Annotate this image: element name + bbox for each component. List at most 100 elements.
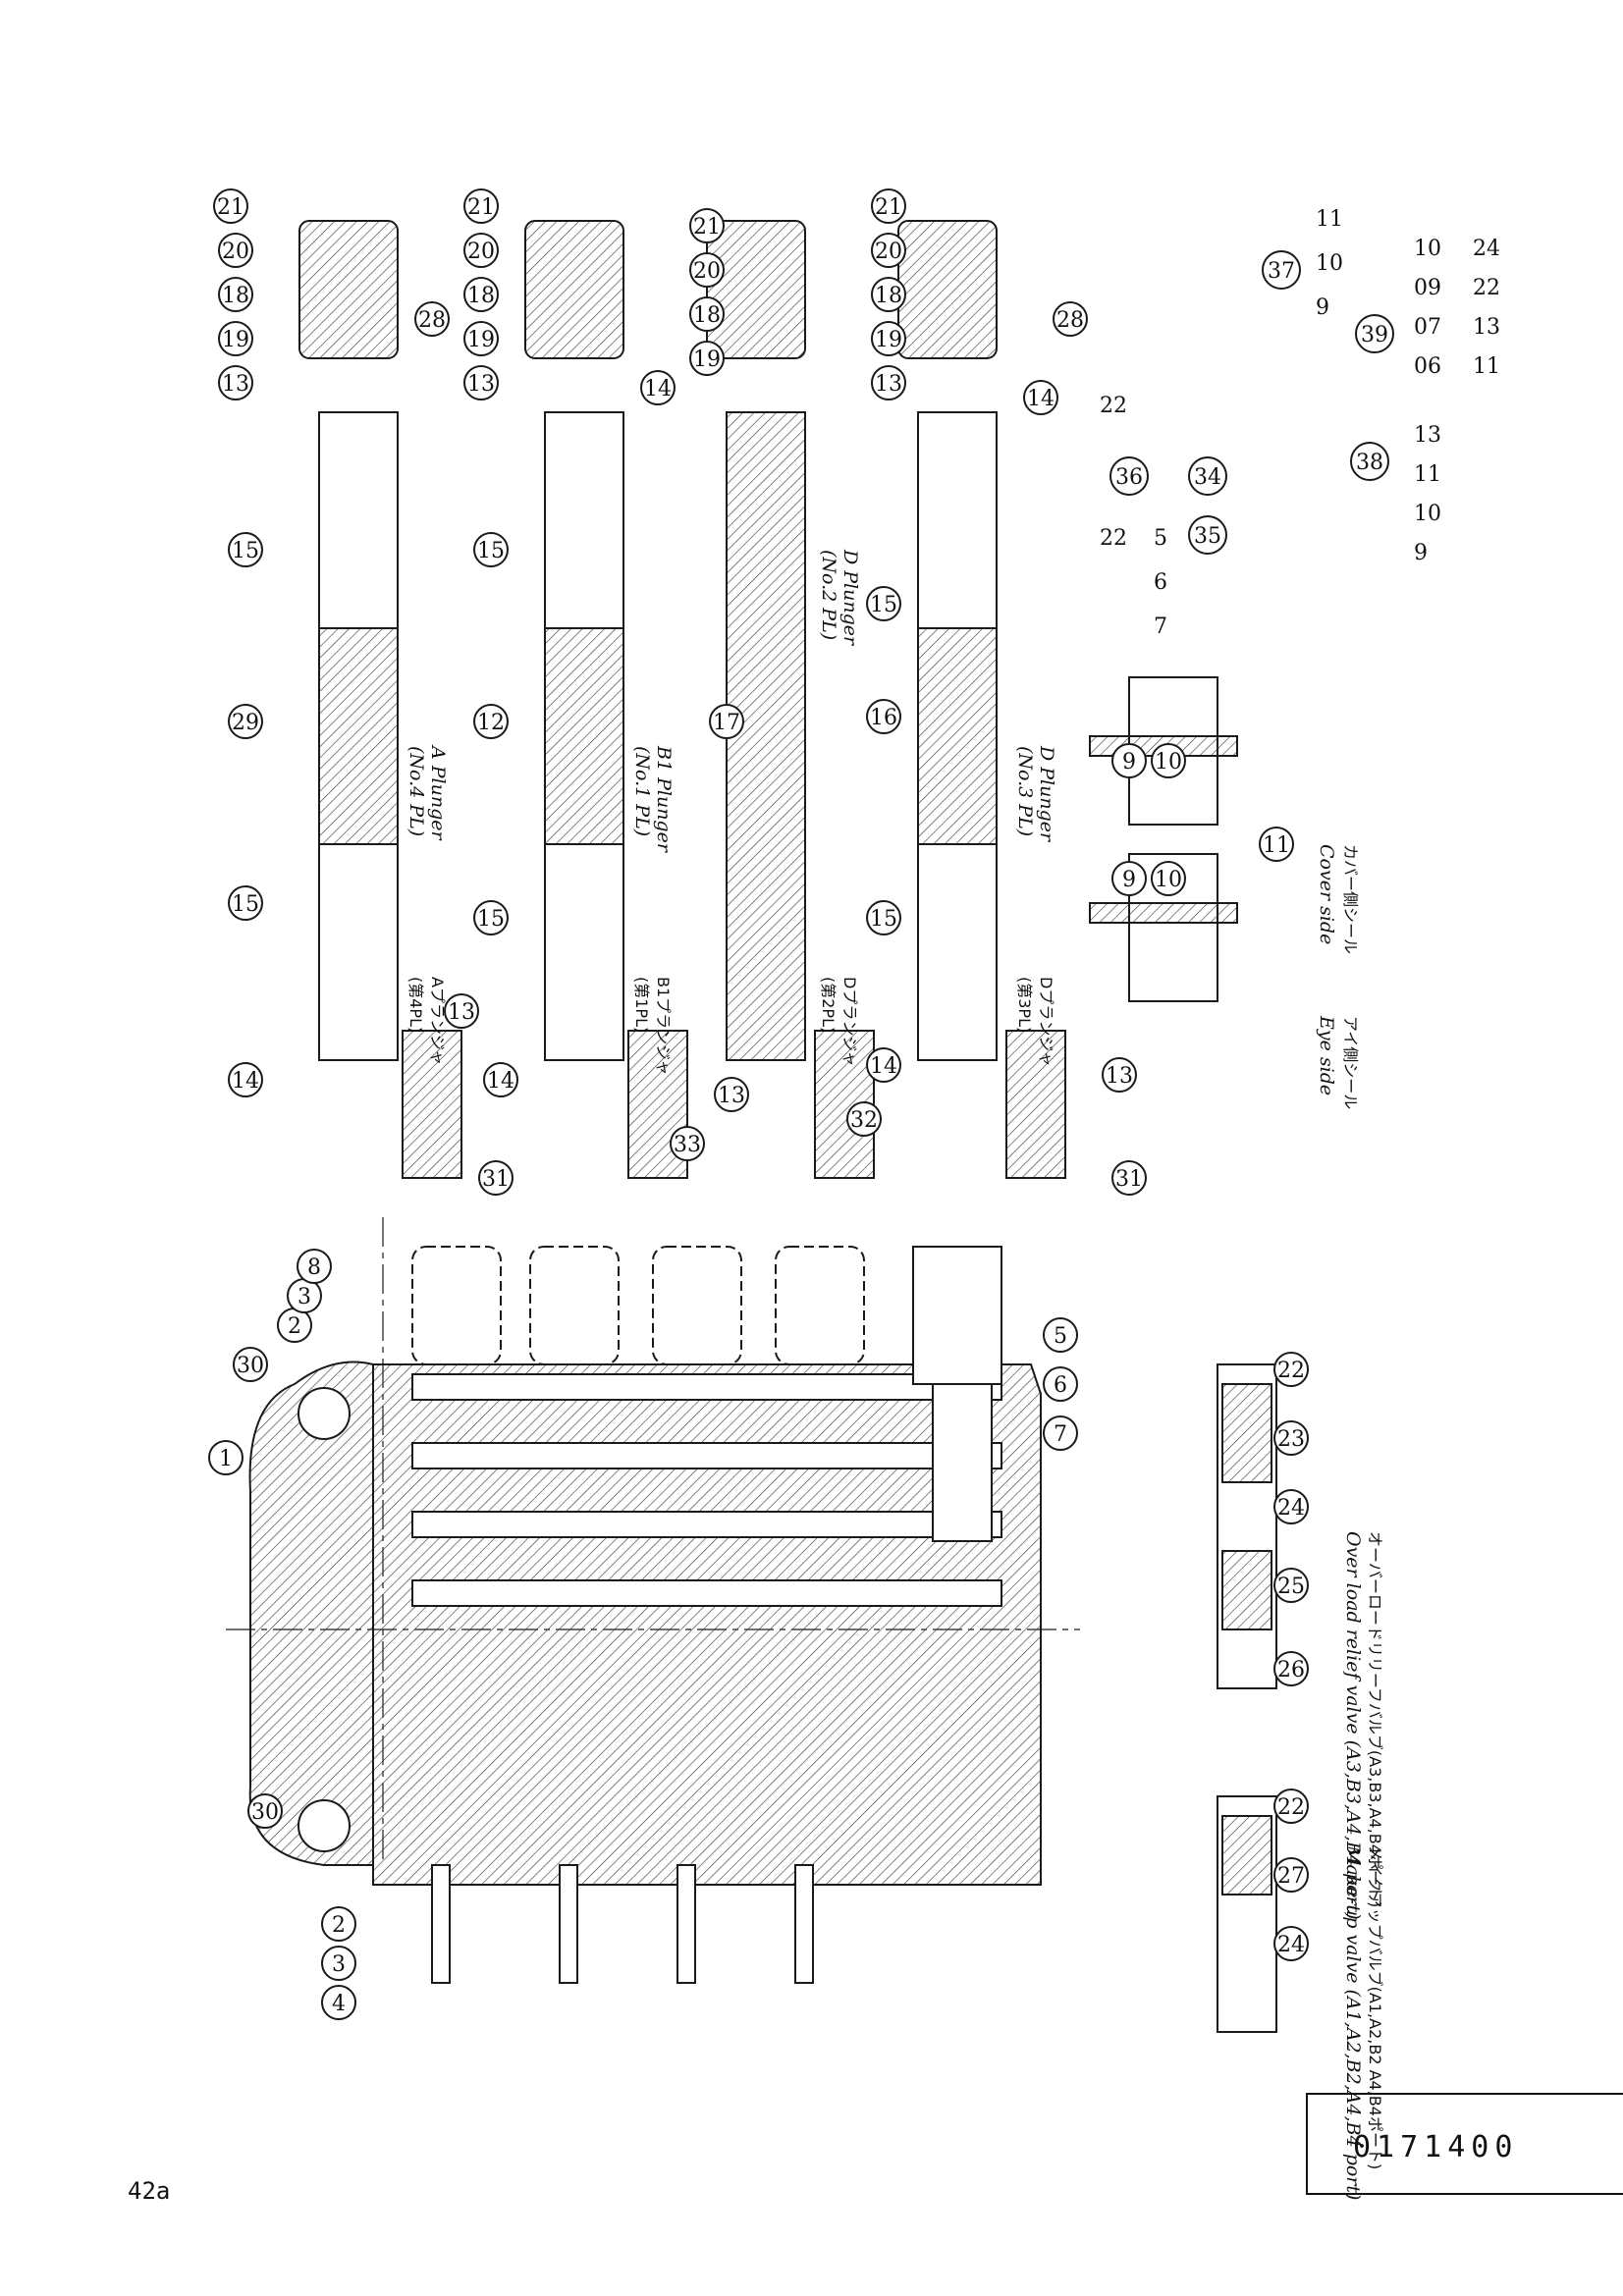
svg-text:28: 28: [1056, 308, 1084, 333]
valve-body-section: [226, 1217, 1080, 1984]
svg-text:10: 10: [1155, 868, 1182, 892]
svg-text:11: 11: [1263, 833, 1290, 858]
svg-text:31: 31: [482, 1167, 510, 1192]
svg-text:23: 23: [1277, 1427, 1305, 1452]
svg-text:25: 25: [1277, 1575, 1305, 1599]
plunger-d2-label: D Plunger: [839, 549, 861, 647]
svg-text:10: 10: [1155, 750, 1182, 774]
document-number-box: [1306, 2093, 1623, 2195]
kit-38-item-1: 10: [1414, 502, 1441, 526]
svg-text:14: 14: [644, 377, 672, 401]
svg-text:19: 19: [222, 328, 249, 352]
svg-text:13: 13: [718, 1084, 745, 1108]
plunger-d2-jp-sub: (第2PL): [819, 977, 838, 1033]
svg-text:31: 31: [1115, 1167, 1143, 1192]
kit-39a-item-3: 10: [1414, 237, 1441, 261]
plunger-d2-sub: (No.2 PL): [818, 550, 839, 640]
svg-text:20: 20: [693, 259, 721, 284]
svg-text:12: 12: [477, 711, 505, 735]
svg-text:20: 20: [222, 240, 249, 264]
svg-text:20: 20: [467, 240, 495, 264]
svg-text:30: 30: [237, 1354, 264, 1378]
svg-text:21: 21: [467, 195, 495, 220]
svg-text:19: 19: [693, 347, 721, 372]
svg-text:15: 15: [232, 539, 259, 563]
kit-35-item-1: 6: [1154, 570, 1167, 595]
eye-side-jp: アイ側シール: [1341, 1016, 1360, 1109]
svg-text:7: 7: [1054, 1422, 1067, 1447]
svg-text:3: 3: [298, 1285, 311, 1309]
kit-39b-item-0: 11: [1473, 354, 1500, 379]
kit-36-items: 22: [1100, 394, 1127, 418]
svg-text:15: 15: [477, 539, 505, 563]
svg-text:8: 8: [307, 1255, 321, 1280]
kit-37-item-0: 9: [1316, 295, 1329, 320]
plunger-d2-jp: Dプランジャ: [840, 977, 859, 1067]
svg-text:9: 9: [1122, 868, 1136, 892]
svg-text:13: 13: [467, 372, 495, 397]
plunger-a-sub: (No.4 PL): [406, 746, 427, 836]
plunger-d3-sub: (No.3 PL): [1014, 746, 1036, 836]
svg-text:24: 24: [1277, 1933, 1305, 1957]
svg-text:32: 32: [850, 1108, 878, 1133]
svg-text:14: 14: [1027, 387, 1055, 411]
kit-39b-item-1: 13: [1473, 315, 1500, 340]
plunger-d-no2: [706, 220, 875, 1179]
kit-38-item-3: 13: [1414, 423, 1441, 448]
plunger-b1-jp: B1プランジャ: [654, 977, 673, 1075]
svg-text:3: 3: [332, 1952, 346, 1977]
plunger-b1-sub: (No.1 PL): [631, 746, 653, 836]
svg-text:39: 39: [1361, 323, 1388, 347]
relief-valve-caption-en: Over load relief valve (A3,B3,A4,B4 port…: [1342, 1531, 1364, 1920]
svg-text:22: 22: [1277, 1359, 1305, 1383]
svg-text:36: 36: [1115, 465, 1143, 490]
kit-39a-item-0: 06: [1414, 354, 1441, 379]
svg-text:28: 28: [418, 308, 446, 333]
kit-38-item-0: 9: [1414, 541, 1428, 565]
plunger-d3-label: D Plunger: [1036, 745, 1057, 843]
kit-37-item-1: 10: [1316, 251, 1343, 276]
svg-text:15: 15: [870, 907, 897, 932]
svg-text:19: 19: [467, 328, 495, 352]
svg-text:38: 38: [1356, 451, 1383, 475]
makeup-valve-caption-jp: メイクアップバルブ(A1,A2,B2 A4,B4ポート): [1366, 1845, 1384, 2169]
svg-text:15: 15: [232, 892, 259, 917]
svg-text:18: 18: [875, 284, 902, 308]
kit-39a-item-2: 09: [1414, 276, 1441, 300]
plunger-a: [298, 220, 462, 1179]
kit-39b-item-2: 22: [1473, 276, 1500, 300]
plunger-a-label: A Plunger: [427, 744, 449, 842]
svg-text:20: 20: [875, 240, 902, 264]
kit-38-item-2: 11: [1414, 462, 1441, 487]
plunger-d3-jp: Dプランジャ: [1037, 977, 1055, 1067]
callout-1: 1: [219, 1447, 233, 1471]
svg-text:14: 14: [487, 1069, 514, 1094]
svg-text:13: 13: [875, 372, 902, 397]
plunger-a-jp-sub: (第4PL): [406, 977, 425, 1033]
kit-34-item-0: 22: [1100, 526, 1127, 551]
svg-text:35: 35: [1194, 524, 1221, 549]
svg-text:4: 4: [332, 1992, 346, 2016]
svg-text:21: 21: [217, 195, 244, 220]
svg-text:37: 37: [1268, 259, 1295, 284]
plunger-b1: [524, 220, 688, 1179]
svg-text:22: 22: [1277, 1795, 1305, 1820]
svg-text:30: 30: [251, 1800, 279, 1825]
svg-text:2: 2: [332, 1913, 346, 1938]
kit-39a-item-1: 07: [1414, 315, 1441, 340]
kit-39b-item-3: 24: [1473, 237, 1500, 261]
svg-text:18: 18: [222, 284, 249, 308]
makeup-valve-caption-en: Make-up valve (A1,A2,B2,A4,B4 port): [1342, 1844, 1364, 2200]
kit-37-item-2: 11: [1316, 207, 1343, 232]
svg-text:29: 29: [232, 711, 259, 735]
cover-side-jp: カバー側シール: [1341, 844, 1360, 954]
svg-text:21: 21: [693, 215, 721, 240]
svg-text:13: 13: [222, 372, 249, 397]
svg-text:19: 19: [875, 328, 902, 352]
seal-detail: [1089, 676, 1238, 1002]
plunger-captions: A Plunger (No.4 PL) Aプランジャ (第4PL) B1 Plu…: [406, 549, 1384, 2200]
svg-text:13: 13: [448, 1000, 475, 1025]
svg-text:16: 16: [870, 706, 897, 730]
svg-text:15: 15: [477, 907, 505, 932]
